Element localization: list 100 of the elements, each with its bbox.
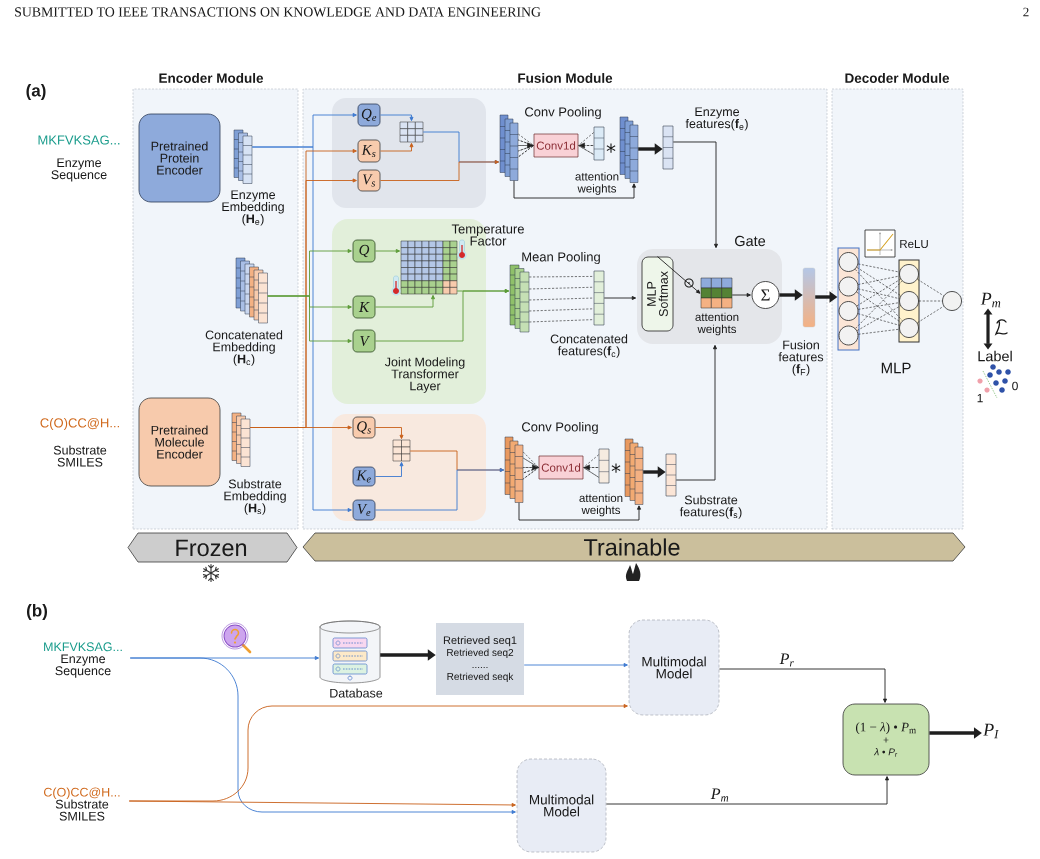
operator-symbol: ⊙ (684, 278, 694, 288)
network-label: MLP (881, 362, 911, 374)
arrow (374, 461, 404, 477)
encoder-box: Pretrained Protein Encoder (138, 113, 221, 203)
feature-stack (619, 116, 639, 183)
arrow (374, 294, 435, 308)
weight-vector (598, 448, 610, 484)
neuron-circle (838, 325, 859, 346)
input-caption: Substrate SMILES (53, 445, 107, 467)
module-heading: Decoder Module (845, 73, 950, 83)
neuron-circle (838, 301, 859, 321)
embedding-label: Concatenated Embedding (H$_{c}$) (205, 330, 283, 366)
fusion-label: Fusion features (f$_{F}$) (778, 340, 824, 376)
arrow (718, 668, 887, 703)
projection-box: V$_{e}$ (352, 499, 376, 521)
softmax-box: MLP Softmax (641, 256, 674, 332)
neuron-circle (899, 291, 919, 311)
arrow (513, 180, 636, 199)
arrow (605, 776, 889, 805)
feature-stack (509, 264, 530, 333)
attention-map (392, 439, 411, 462)
class-label: 1 (977, 393, 983, 403)
stage-band: Frozen (127, 532, 298, 563)
line (856, 278, 901, 307)
feature-stack (504, 436, 524, 503)
arrow (518, 502, 641, 521)
arrow (374, 289, 510, 342)
stage-band: Trainable (302, 532, 966, 562)
line (857, 288, 900, 299)
line (858, 328, 900, 335)
multiply-symbol: * (606, 143, 616, 153)
input-text: MKFVKSAG... Enzyme Sequence (44, 642, 122, 678)
target-label: Label (978, 350, 1012, 362)
arrow (523, 663, 628, 667)
arrow (379, 114, 414, 122)
pooling-title: Conv Pooling (525, 106, 601, 120)
conv-box: Conv1d (533, 133, 579, 158)
model-box: Multimodal Model (516, 758, 607, 853)
arrow (267, 295, 352, 343)
arrow (379, 142, 414, 152)
arrow (578, 132, 594, 155)
encoder-box: Pretrained Molecule Encoder (138, 397, 221, 487)
formula-box: (1 − λ) • P$_{m}$ + λ • P$_{r}$ (842, 703, 930, 776)
output-symbol: P$_{I}$ (983, 723, 999, 739)
line (917, 305, 944, 324)
arrow (672, 141, 718, 249)
line (856, 267, 901, 296)
projection-box: K (352, 295, 376, 319)
weight-label: attention weights (695, 312, 739, 336)
attention-matrix (400, 240, 458, 295)
line (856, 291, 902, 323)
gate-heading: Gate (735, 235, 766, 247)
feature-label: Enzyme features(f$_{e}$) (685, 107, 748, 131)
projection-box: K$_{s}$ (357, 139, 381, 163)
line (528, 276, 594, 323)
projection-box: V (352, 329, 376, 353)
line (857, 313, 900, 326)
neuron-circle (899, 318, 919, 338)
page-number: 2 (1023, 7, 1029, 17)
weight-vector (593, 126, 605, 161)
line (918, 300, 943, 302)
pooling-title: Mean Pooling (522, 251, 600, 265)
neuron-circle (942, 291, 962, 311)
arrow (657, 256, 701, 294)
edge-label: P$_{r}$ (778, 652, 796, 668)
module-heading: Fusion Module (518, 73, 613, 83)
feature-label: Substrate features(f$_{s}$) (679, 495, 742, 519)
factor-label: Temperature Factor (451, 224, 524, 246)
neuron-circle (899, 264, 919, 284)
line (858, 302, 900, 310)
sequence-text: MKFVKSAG... (38, 135, 120, 145)
embedding-label: Substrate Embedding (H$_{s}$) (224, 479, 286, 515)
arrow (374, 468, 505, 511)
line (917, 278, 944, 297)
projection-box: Q$_{s}$ (352, 416, 376, 439)
projection-box: Q$_{e}$ (357, 103, 381, 127)
database-label: Database (330, 688, 383, 698)
neuron-circle (838, 252, 859, 272)
line (857, 275, 900, 285)
prediction-symbol: P$_{m}$ (980, 292, 1001, 308)
weight-label: attention weights (575, 172, 619, 195)
input-caption: Enzyme Sequence (51, 158, 107, 182)
projection-box: Q (352, 239, 376, 263)
class-label: 0 (1012, 381, 1018, 391)
model-box: Multimodal Model (628, 619, 720, 716)
arrow (675, 344, 717, 481)
multiply-symbol: * (611, 463, 621, 473)
conv-box: Conv1d (538, 455, 584, 480)
edge-label: P$_{m}$ (709, 787, 731, 803)
neuron-circle (838, 276, 859, 297)
retrieval-box: Retrieved seq1 Retrieved seq2 ...... Retrieved seqk (436, 623, 524, 695)
arrow (603, 296, 637, 300)
attention-map (399, 121, 424, 143)
embedding-label: Enzyme Embedding (H$_{e}$) (222, 190, 284, 226)
sequence-text: C(O)CC@H... (40, 417, 119, 431)
line (856, 305, 901, 331)
panel-letter: (a) (26, 84, 46, 100)
page-header: SUBMITTED TO IEEE TRANSACTIONS ON KNOWLEDGE AND DATA ENGINEERING (15, 7, 541, 17)
line (857, 263, 900, 273)
feature-stack (499, 114, 519, 181)
